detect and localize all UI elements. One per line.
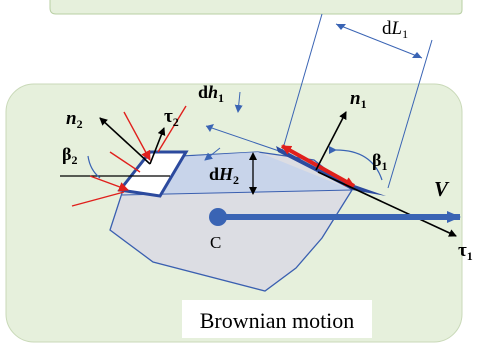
- dL1-label: dL1: [382, 18, 408, 41]
- dL1-extension-right: [387, 39, 433, 189]
- beta2-arc: [87, 155, 101, 179]
- n1-label: n1: [350, 88, 367, 111]
- dh1-upper-line: [205, 125, 283, 153]
- dH2-arrow-top: [249, 152, 257, 160]
- tau1-label: τ1: [458, 240, 473, 263]
- n2-arrow: [99, 117, 151, 165]
- tau2-arrow: [149, 127, 166, 165]
- center-dot: [209, 208, 227, 226]
- beta1-arc: [328, 145, 383, 181]
- beta1-label: β1: [372, 150, 387, 173]
- red-ray-3: [89, 175, 129, 192]
- caption-box: [182, 300, 372, 338]
- tau1-arrow: [317, 171, 457, 237]
- dL1-arrow-left: [336, 24, 346, 30]
- dh1-arrow: [234, 91, 243, 113]
- dL1-dimension-line: [335, 23, 423, 59]
- dh1-tick: [206, 124, 214, 132]
- n2-label: n2: [66, 108, 83, 131]
- velocity-label: V: [434, 177, 450, 201]
- center-label: C: [210, 233, 221, 252]
- red-ray-5: [157, 105, 187, 153]
- dH2-guide: [204, 147, 221, 161]
- tau2-label: τ2: [164, 106, 179, 129]
- top-box-remnant: [49, 0, 463, 15]
- beta2-label: β2: [62, 144, 77, 167]
- n1-arrow: [315, 111, 347, 171]
- dL1-arrow-right: [412, 52, 422, 58]
- red-ray-2: [109, 151, 141, 173]
- dL1-extension-left: [281, 13, 323, 153]
- red-ray-1: [123, 111, 151, 161]
- caption-text: Brownian motion: [200, 308, 355, 333]
- dH2-label: dH2: [209, 164, 239, 187]
- surface-element-2: [117, 150, 189, 198]
- red-ray-4: [71, 191, 125, 207]
- dh1-label: dh1: [198, 82, 224, 105]
